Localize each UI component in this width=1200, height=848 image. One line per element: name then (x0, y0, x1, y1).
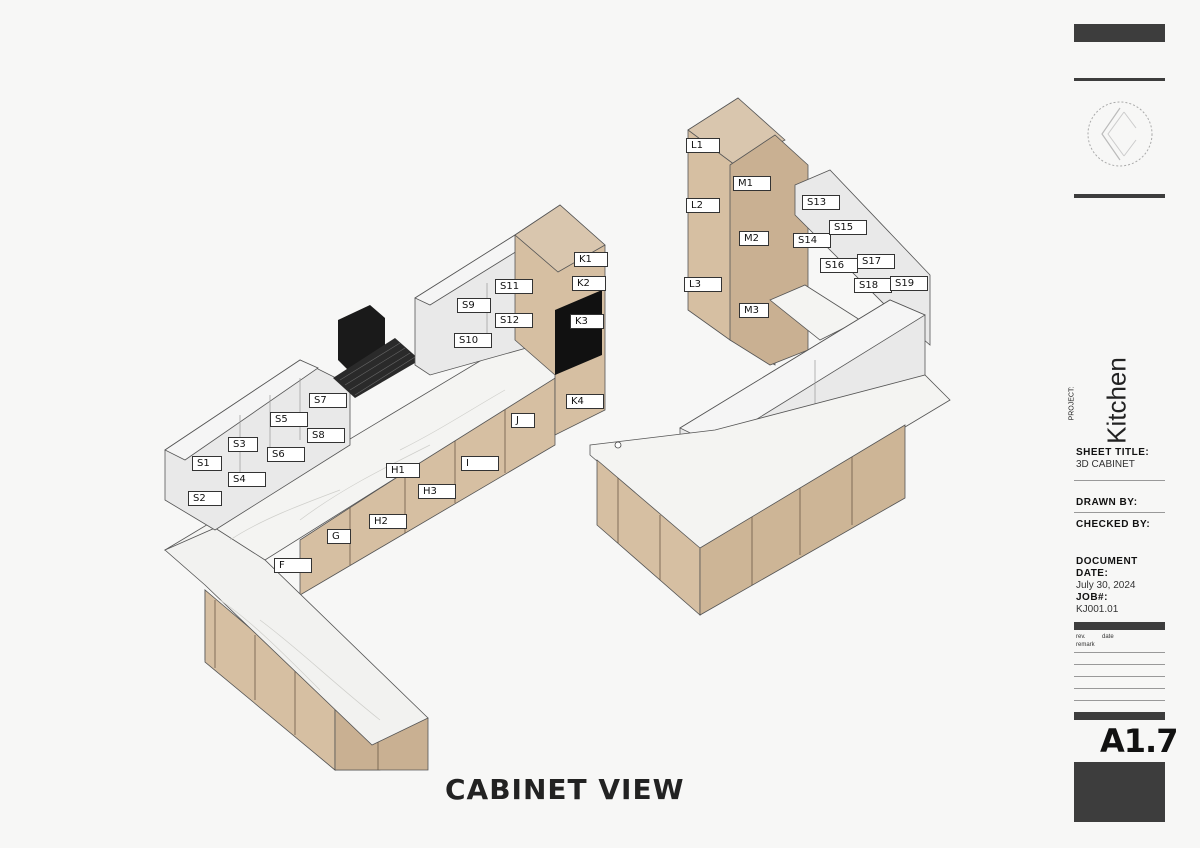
label-s19: S19 (890, 276, 928, 291)
project-block: PROJECT: Kitchen (1069, 330, 1172, 444)
top-bar (1074, 24, 1165, 42)
job-value: KJ001.01 (1076, 604, 1119, 615)
label-s6: S6 (267, 447, 305, 462)
sheet-title-value: 3D CABINET (1076, 459, 1135, 470)
label-l1: L1 (686, 138, 720, 153)
island-countertop (589, 374, 951, 551)
label-s10: S10 (454, 333, 492, 348)
label-s13: S13 (802, 195, 840, 210)
label-h3: H3 (418, 484, 456, 499)
label-s7: S7 (309, 393, 347, 408)
label-s18: S18 (854, 278, 892, 293)
label-k3: K3 (570, 314, 604, 329)
label-s5: S5 (270, 412, 308, 427)
project-label: PROJECT: (1068, 386, 1076, 421)
label-m2: M2 (739, 231, 769, 246)
door-lines-short-run (214, 600, 296, 735)
drawn-by-label: DRAWN BY: (1076, 497, 1138, 508)
rev-row-line (1074, 664, 1165, 665)
rev-row-line (1074, 700, 1165, 701)
label-i: I (461, 456, 499, 471)
label-m3: M3 (739, 303, 769, 318)
label-l2: L2 (686, 198, 720, 213)
logo-bar (1074, 194, 1165, 198)
logo-icon (1087, 101, 1153, 167)
label-h2: H2 (369, 514, 407, 529)
project-name: Kitchen (1101, 357, 1132, 444)
cooktop (333, 338, 420, 398)
title-block: PROJECT: Kitchen SHEET TITLE: 3D CABINET… (1062, 0, 1200, 848)
document-date-value: July 30, 2024 (1076, 580, 1136, 591)
label-s12: S12 (495, 313, 533, 328)
marble-veins (219, 389, 506, 721)
job-label: JOB#: (1076, 592, 1108, 603)
label-s8: S8 (307, 428, 345, 443)
rev-row-line (1074, 688, 1165, 689)
view-title: CABINET VIEW (445, 773, 685, 806)
label-k4: K4 (566, 394, 604, 409)
label-s1: S1 (192, 456, 222, 471)
cabinet-3d-drawing (163, 97, 951, 771)
label-f: F (274, 558, 312, 573)
divider (1074, 480, 1165, 481)
checked-by-label: CHECKED BY: (1076, 519, 1151, 530)
label-s9: S9 (457, 298, 491, 313)
rev-row-line (1074, 676, 1165, 677)
sheet-number: A1.7 (1100, 722, 1178, 760)
sheet-title-label: SHEET TITLE: (1076, 447, 1150, 458)
date-label: date (1102, 634, 1114, 640)
sink-drain (614, 441, 622, 449)
label-k2: K2 (572, 276, 606, 291)
label-s4: S4 (228, 472, 266, 487)
sheet-number-bar (1074, 712, 1165, 720)
label-s11: S11 (495, 279, 533, 294)
label-m1: M1 (733, 176, 771, 191)
label-l3: L3 (684, 277, 722, 292)
top-bar-thin (1074, 78, 1165, 81)
bottom-block (1074, 762, 1165, 822)
label-s15: S15 (829, 220, 867, 235)
label-s3: S3 (228, 437, 258, 452)
door-lines-island (617, 457, 853, 585)
label-s17: S17 (857, 254, 895, 269)
revision-bar (1074, 622, 1165, 630)
document-date-label: DOCUMENT DATE: (1076, 556, 1138, 579)
label-s2: S2 (188, 491, 222, 506)
label-k1: K1 (574, 252, 608, 267)
label-s14: S14 (793, 233, 831, 248)
rev-row-line (1074, 652, 1165, 653)
label-g: G (327, 529, 351, 544)
oven-black (555, 290, 602, 375)
remark-label: remark (1076, 642, 1095, 648)
label-j: J (511, 413, 535, 428)
divider (1074, 512, 1165, 513)
cooktop-grate (339, 342, 416, 396)
label-s16: S16 (820, 258, 858, 273)
label-h1: H1 (386, 463, 420, 478)
tall-cabinets-m (729, 134, 809, 366)
rev-label: rev. (1076, 634, 1086, 640)
